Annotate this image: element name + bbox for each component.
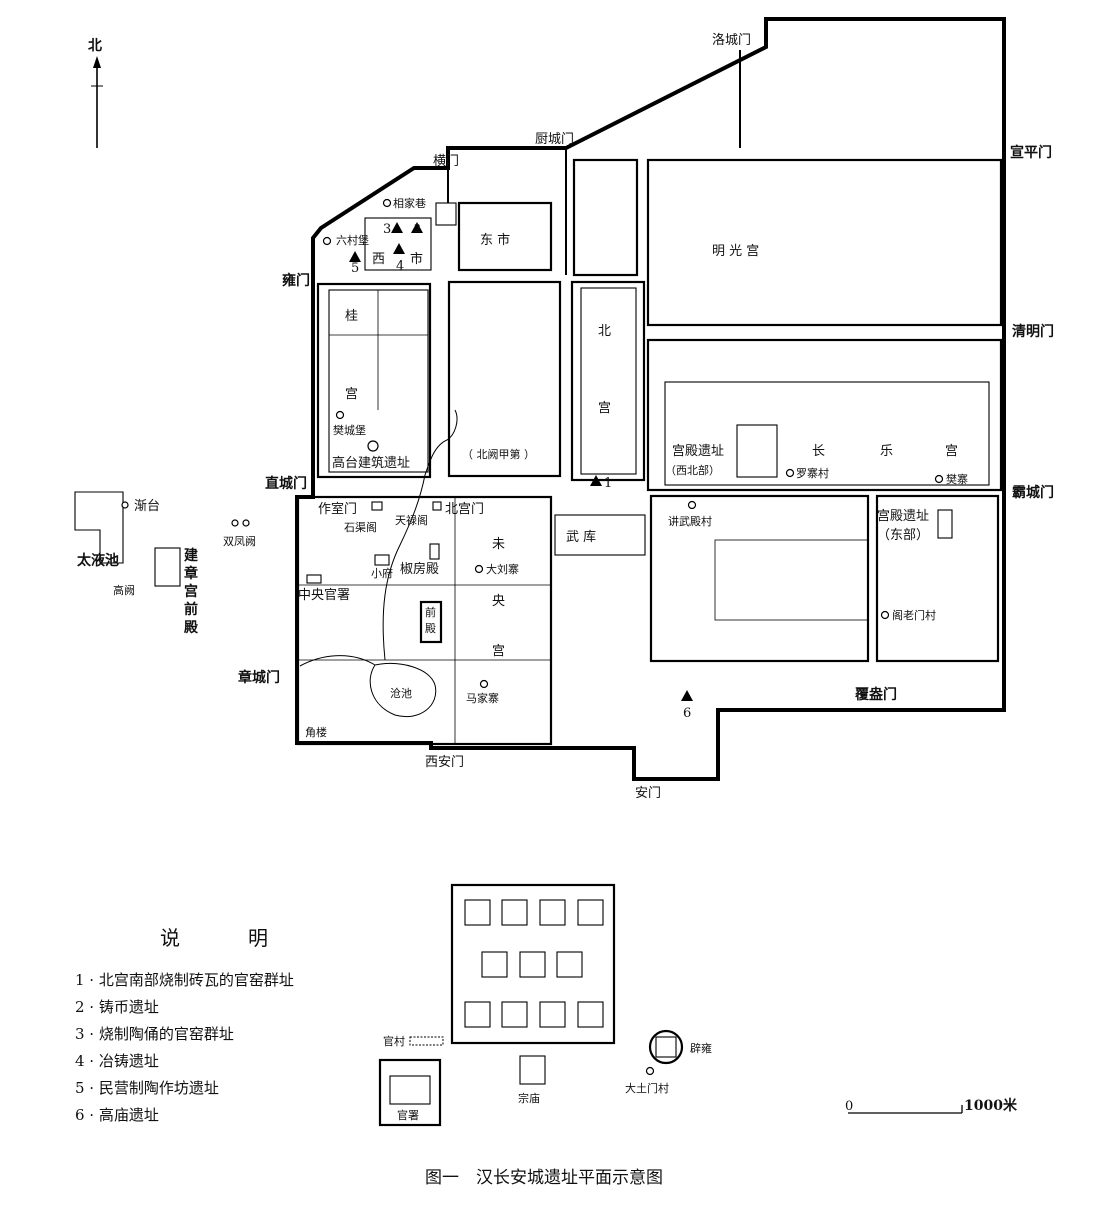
qiandian-label-2: 殿 <box>425 622 436 635</box>
legend-item-4: 4 · 冶铸遗址 <box>75 1052 159 1070</box>
xiaofu-label: 小府 <box>371 566 393 580</box>
qiandian-label-1: 前 <box>425 605 436 619</box>
gelaomen-label: 阁老门村 <box>892 608 936 622</box>
jiangwutang-label: 讲武殿村 <box>668 514 712 528</box>
jianzhang-label-1: 建 <box>184 547 198 564</box>
site-5-label: 5 <box>351 261 359 276</box>
jianzhang-label-2: 章 <box>184 565 198 582</box>
shiquge-label: 石渠阁 <box>344 520 377 534</box>
jiaofangdian-label: 椒房殿 <box>400 561 439 577</box>
gate-fuang: 覆盎门 <box>855 686 897 703</box>
shuangfengque-label: 双凤阙 <box>223 535 256 548</box>
taiyechi-label: 太液池 <box>77 552 119 569</box>
luojiazhai-label: 罗寨村 <box>796 466 829 480</box>
dongshi-label: 东 市 <box>480 232 510 248</box>
weiyang-palace-label-2: 央 <box>492 594 505 609</box>
legend: 说 明 1 · 北宫南部烧制砖瓦的官窑群址 2 · 铸币遗址 3 · 烧制陶俑的… <box>75 926 294 1124</box>
site-4-label: 4 <box>396 259 404 274</box>
scale-label: 1000米 <box>964 1097 1018 1114</box>
zongmiao-label: 宗庙 <box>518 1091 540 1105</box>
north-label: 北 <box>88 38 102 54</box>
gate-xuanping: 宣平门 <box>1010 144 1052 161</box>
legend-item-6: 6 · 高庙遗址 <box>75 1106 159 1124</box>
gui-palace-label-2: 宫 <box>345 387 358 402</box>
weiyang-palace-label-1: 未 <box>492 537 505 552</box>
liucunbao-label: 六村堡 <box>336 233 369 247</box>
gongdian-xb-label-1: 宫殿遗址 <box>672 444 724 459</box>
legend-item-1: 1 · 北宫南部烧制砖瓦的官窑群址 <box>75 971 294 989</box>
gate-xian: 西安门 <box>425 755 464 770</box>
figure-caption: 图一 汉长安城遗址平面示意图 <box>425 1168 663 1188</box>
gate-zhangcheng: 章城门 <box>238 669 280 686</box>
wuku-label: 武 库 <box>566 529 596 545</box>
site-markers: 1 2 3 4 5 6 <box>349 222 693 721</box>
guanshu-label: 官署 <box>397 1108 419 1122</box>
jianzhang-label-4: 前 <box>184 601 198 618</box>
changle-palace-label-3: 宫 <box>945 444 958 459</box>
canglchi-label: 沧池 <box>390 686 412 700</box>
tianluge-label: 天禄阁 <box>395 513 428 527</box>
gate-chucheng: 厨城门 <box>535 132 574 147</box>
gate-qingming: 清明门 <box>1012 323 1054 340</box>
legend-item-5: 5 · 民营制陶作坊遗址 <box>75 1079 219 1097</box>
dalizhai-label: 大刘寨 <box>486 562 519 576</box>
jianzhang-label-3: 宫 <box>184 583 198 600</box>
gate-zhicheng: 直城门 <box>265 475 307 492</box>
gaotai-label: 高台建筑遗址 <box>332 455 410 471</box>
xishi-label-1: 西 <box>372 252 385 267</box>
xiangjiaxiang-label: 相家巷 <box>393 196 426 210</box>
changle-palace-label-1: 长 <box>812 444 825 459</box>
bei-palace-label-2: 宫 <box>598 401 611 416</box>
beique-label: （ 北阙甲第 ） <box>462 447 535 461</box>
weiyang-palace-label-3: 宫 <box>492 644 505 659</box>
jiantai-label: 渐台 <box>134 499 160 514</box>
legend-item-3: 3 · 烧制陶俑的官窑群址 <box>75 1025 234 1043</box>
gaoque-label: 高阙 <box>113 583 135 597</box>
biyong-label: 辟雍 <box>690 1041 712 1055</box>
legend-title: 说 明 <box>160 926 270 950</box>
legend-item-2: 2 · 铸币遗址 <box>75 998 159 1016</box>
changle-palace-label-2: 乐 <box>880 444 893 459</box>
gate-beigong: 北宫门 <box>445 502 484 517</box>
scale-bar: 0 1000米 <box>845 1097 1018 1114</box>
guancun-label: 官村 <box>383 1034 405 1048</box>
minguang-palace-label: 明 光 宫 <box>712 244 759 259</box>
fanchengbao-label: 樊城堡 <box>333 423 366 437</box>
gate-luocheng: 洛城门 <box>712 33 751 48</box>
gongdian-xb-label-2: （西北部） <box>665 463 720 477</box>
site-6-label: 6 <box>683 706 691 721</box>
zhongyangguanshu-label: 中央官署 <box>298 587 350 603</box>
north-arrow: 北 <box>88 38 103 148</box>
jiaolou-label: 角楼 <box>305 725 327 739</box>
gate-zuoshi: 作室门 <box>318 501 357 517</box>
gongdian-db-label-1: 宫殿遗址 <box>877 509 929 524</box>
majiazhai-label: 马家寨 <box>466 691 499 705</box>
datumencun-label: 大土门村 <box>625 1081 669 1095</box>
bei-palace-label-1: 北 <box>598 324 611 339</box>
southern-ritual-complex <box>378 883 684 1127</box>
city-blocks <box>74 50 1003 746</box>
site-3-label: 3 <box>383 222 391 237</box>
yanjiazhai-label: 樊寨 <box>946 472 968 486</box>
xishi-label-2: 市 <box>410 251 423 267</box>
gate-heng: 横门 <box>433 154 459 169</box>
gui-palace-label-1: 桂 <box>345 309 358 324</box>
gongdian-db-label-2: （东部） <box>877 528 929 543</box>
site-1-label: 1 <box>604 476 612 491</box>
gate-bacheng: 霸城门 <box>1012 484 1054 501</box>
scale-zero: 0 <box>845 1099 853 1114</box>
city-wall <box>295 17 1006 781</box>
jianzhang-label-5: 殿 <box>183 620 199 636</box>
site-2-label: 2 <box>414 222 421 235</box>
gate-yong: 雍门 <box>282 272 310 289</box>
gate-an: 安门 <box>635 786 661 801</box>
